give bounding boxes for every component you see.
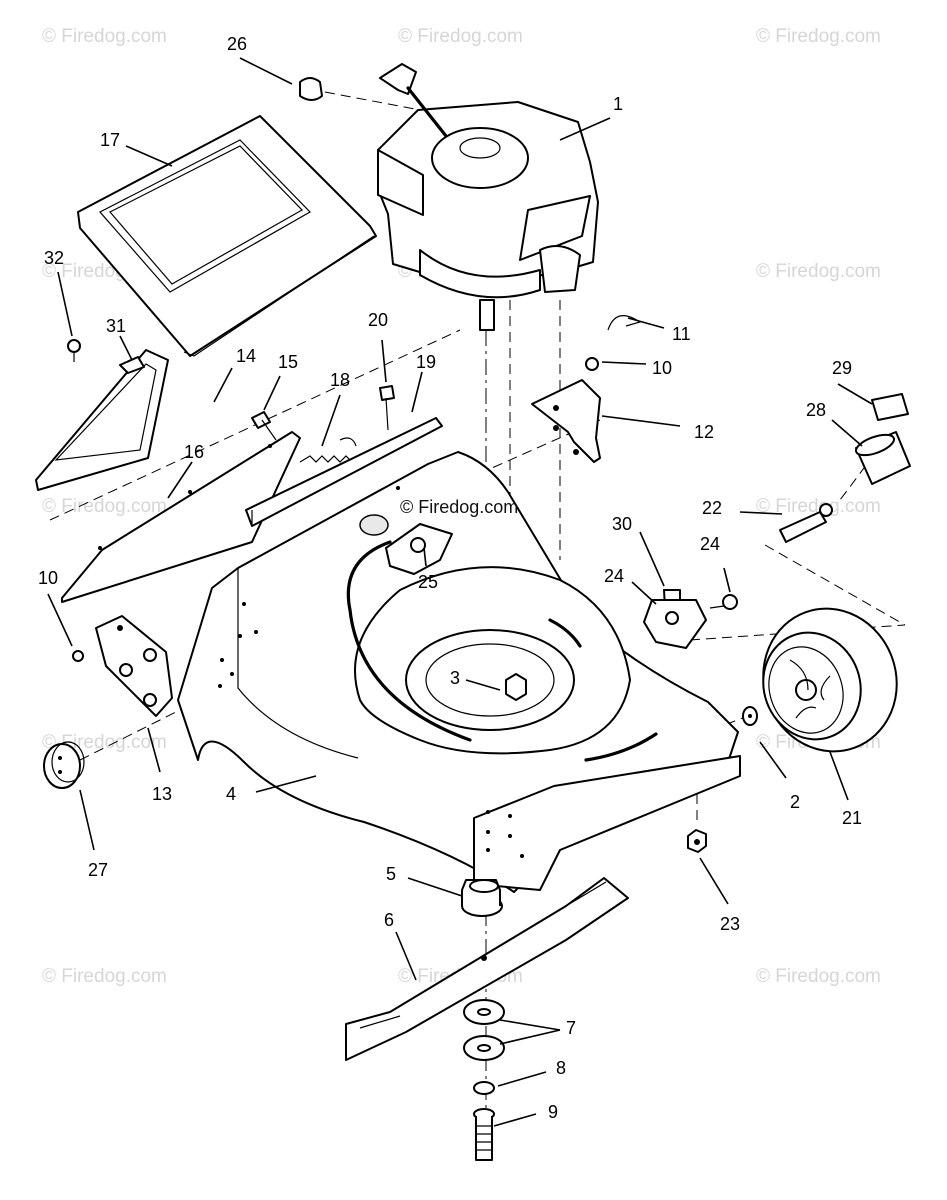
watermark: © Firedog.com [756, 261, 881, 282]
hinge-bracket-19 [245, 417, 443, 527]
callout-label: 17 [100, 130, 120, 150]
hub-cap-line [79, 699, 201, 761]
callout-label: 10 [38, 568, 58, 588]
height-adjuster-12 [531, 379, 601, 463]
watermark: © Firedog.com [398, 26, 523, 47]
nut-10-upper [585, 357, 599, 371]
mower-deck [177, 451, 741, 893]
center-watermark: © Firedog.com [400, 497, 518, 517]
callout-label: 23 [720, 914, 740, 934]
height-adjuster-13 [95, 615, 173, 717]
callout-label: 25 [418, 572, 438, 592]
baffle-bracket-25 [359, 514, 453, 575]
callout-label: 21 [842, 808, 862, 828]
callout-label: 6 [384, 910, 394, 930]
callout-label: 32 [44, 248, 64, 268]
callout-label: 20 [368, 310, 388, 330]
washer-7-upper [463, 999, 505, 1025]
callout-label: 14 [236, 346, 256, 366]
bushing-29 [871, 393, 909, 421]
adjuster-lever-30 [643, 589, 707, 649]
watermark: © Firedog.com [42, 966, 167, 987]
washer-2 [742, 706, 758, 726]
nut-23 [687, 829, 707, 853]
callout-label: 30 [612, 514, 632, 534]
center-bolt-3 [505, 673, 527, 701]
callout-label: 11 [672, 324, 691, 344]
callout-label: 10 [652, 358, 672, 378]
watermark: © Firedog.com [42, 26, 167, 47]
callout-label: 8 [556, 1058, 566, 1078]
callout-label: 28 [806, 400, 826, 420]
callout-label: 12 [694, 422, 714, 442]
callout-label: 13 [152, 784, 172, 804]
callout-label: 1 [613, 94, 623, 114]
watermark: © Firedog.com [756, 26, 881, 47]
callout-label: 27 [88, 860, 108, 880]
callout-label: 29 [832, 358, 852, 378]
callout-label: 26 [227, 34, 247, 54]
callout-label: 24 [604, 566, 624, 586]
engine [377, 63, 599, 331]
hair-pin-11 [607, 315, 642, 331]
bushing-line [839, 439, 886, 501]
watermark: © Firedog.com [756, 966, 881, 987]
bolt-alignment-line [764, 544, 906, 626]
washer-7-lower [463, 1035, 505, 1061]
callout-label: 15 [278, 352, 298, 372]
callout-label: 31 [106, 316, 126, 336]
watermark: © Firedog.com [42, 496, 167, 517]
bolt-20 [379, 385, 395, 431]
blade-6 [345, 877, 629, 1061]
callout-label: 16 [184, 442, 204, 462]
callout-label: 4 [226, 784, 236, 804]
callout-label: 5 [386, 864, 396, 884]
callout-labels: 26 1 17 32 31 20 11 14 15 19 10 29 18 28… [38, 34, 862, 1122]
watermark: © Firedog.com [756, 496, 881, 517]
callout-label: 22 [702, 498, 722, 518]
bushing-28 [855, 431, 911, 485]
nut-10-lower [72, 650, 84, 662]
rear-axle-line-left [49, 329, 461, 521]
cap-to-engine-line [324, 91, 421, 111]
fuel-cap [299, 77, 323, 101]
callout-label: 3 [450, 668, 460, 688]
rear-flap [61, 431, 301, 603]
lock-washer-8 [473, 1081, 495, 1095]
callout-label: 9 [548, 1102, 558, 1122]
callout-label: 7 [566, 1018, 576, 1038]
bolt-22 [779, 503, 833, 543]
discharge-chute [35, 349, 169, 491]
leader-lines [47, 57, 873, 1127]
screw-32 [67, 339, 81, 362]
wheel-21 [762, 607, 898, 753]
blade-adapter-5 [461, 879, 503, 917]
bolt-15 [251, 411, 277, 441]
grass-bag-lid [77, 115, 377, 357]
starter-handle [379, 63, 417, 95]
callout-label: 2 [790, 792, 800, 812]
blade-bolt-9 [473, 1108, 495, 1161]
callout-label: 18 [330, 370, 350, 390]
nut-24 [709, 594, 738, 610]
hub-cap-27 [43, 741, 85, 789]
callout-label: 24 [700, 534, 720, 554]
callout-label: 19 [416, 352, 436, 372]
